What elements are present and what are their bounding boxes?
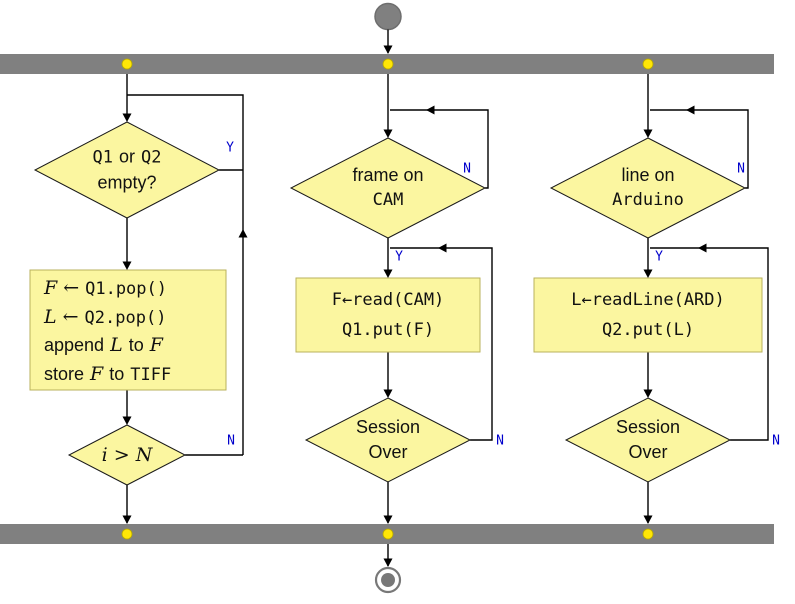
label-yes-frame-on-cam: Y — [395, 249, 403, 265]
label-no-frame-on-cam: N — [463, 161, 471, 177]
decision-queues-empty — [33, 121, 221, 219]
word-append: append — [44, 335, 105, 355]
process-readline-arduino-label: L←readLine(ARD) Q2.put(L) — [571, 285, 725, 345]
var-l: L — [44, 305, 57, 328]
arrowhead — [698, 243, 707, 253]
code-tiff: TIFF — [130, 364, 172, 385]
process-pop-append-store — [29, 269, 227, 391]
process-read-cam — [295, 277, 481, 353]
var-f: F — [149, 334, 163, 356]
code-q2-put: Q2.put(L) — [601, 320, 695, 340]
arrowhead — [383, 558, 393, 567]
code-q1-put: Q1.put(F) — [341, 320, 435, 340]
over-text: Over — [368, 442, 408, 462]
arduino-text: Arduino — [612, 190, 684, 210]
decision-frame-on-cam — [289, 137, 487, 239]
edge-session3-no-loop — [650, 247, 769, 441]
arrowhead — [122, 416, 132, 425]
label-no-line-on-arduino: N — [737, 161, 745, 177]
final-node-core — [381, 573, 395, 587]
sync-dot — [121, 58, 133, 70]
process1-line2: L←Q2.pop() — [44, 304, 171, 333]
q2-token: Q2 — [141, 147, 162, 168]
over-text: Over — [628, 442, 668, 462]
label-yes-col1: Y — [226, 140, 234, 156]
decision-line-on-arduino — [549, 137, 747, 239]
code-q1-pop: Q1.pop() — [85, 279, 167, 299]
process1-line1: F←Q1.pop() — [44, 275, 171, 304]
line-on-text: line on — [621, 165, 675, 185]
arrowhead — [438, 243, 447, 253]
edge-cam-wait-loop — [390, 109, 489, 189]
label-no-i-gt-n: N — [227, 433, 235, 449]
cam-text: CAM — [372, 190, 404, 210]
assign-arrow: ← — [63, 277, 80, 299]
decision-session-over-cam — [304, 397, 472, 483]
or-token: or — [118, 146, 136, 167]
word-to: to — [128, 335, 144, 355]
arrowhead — [643, 389, 653, 398]
edge-arduino-wait-loop — [650, 109, 749, 189]
decision-queues-empty-line2: empty? — [97, 172, 157, 193]
sync-dot — [382, 58, 394, 70]
label-yes-line-on-arduino: Y — [655, 249, 663, 265]
process-read-cam-label: F←read(CAM) Q1.put(F) — [332, 285, 445, 345]
decision-frame-on-cam-label: frame on CAM — [352, 163, 423, 213]
arrowhead — [383, 129, 393, 138]
decision-i-gt-n-label: i > N — [101, 444, 153, 466]
arrowhead — [383, 269, 393, 278]
start-node — [374, 2, 402, 31]
arrowhead — [383, 515, 393, 524]
sync-dot — [642, 528, 654, 540]
decision-line-on-arduino-label: line on Arduino — [612, 163, 684, 213]
code-q2-pop: Q2.pop() — [84, 307, 167, 328]
process-readline-arduino — [533, 277, 763, 353]
label-no-session-arduino: N — [772, 433, 780, 449]
decision-i-gt-n — [67, 424, 187, 486]
arrowhead — [686, 105, 695, 115]
sync-dot — [121, 528, 133, 540]
var-l: L — [110, 334, 123, 356]
arrowhead — [643, 515, 653, 524]
session-text: Session — [355, 417, 421, 437]
sync-dot — [642, 58, 654, 70]
var-f: F — [44, 277, 58, 299]
arrowhead — [122, 515, 132, 524]
arrowhead — [383, 389, 393, 398]
word-to: to — [109, 363, 125, 384]
arrowhead — [122, 261, 132, 270]
arrowhead — [643, 129, 653, 138]
arrowhead — [643, 269, 653, 278]
arrowhead — [122, 113, 132, 122]
decision-session-over-cam-label: Session Over — [356, 415, 420, 465]
assign-arrow: ← — [62, 305, 79, 328]
arrowhead — [238, 229, 248, 238]
edge-col1-loopback — [127, 94, 244, 455]
q1-token: Q1 — [92, 147, 113, 168]
var-f: F — [90, 362, 104, 385]
label-no-session-cam: N — [496, 433, 504, 449]
code-readline-ard: L←readLine(ARD) — [571, 290, 725, 310]
decision-session-over-arduino — [564, 397, 732, 483]
code-read-cam: F←read(CAM) — [331, 290, 445, 310]
decision-session-over-arduino-label: Session Over — [616, 415, 680, 465]
session-text: Session — [615, 417, 681, 437]
arrowhead — [383, 45, 393, 54]
arrowhead — [426, 105, 435, 115]
word-store: store — [44, 363, 85, 384]
sync-dot — [382, 528, 394, 540]
frame-on-text: frame on — [352, 165, 424, 185]
